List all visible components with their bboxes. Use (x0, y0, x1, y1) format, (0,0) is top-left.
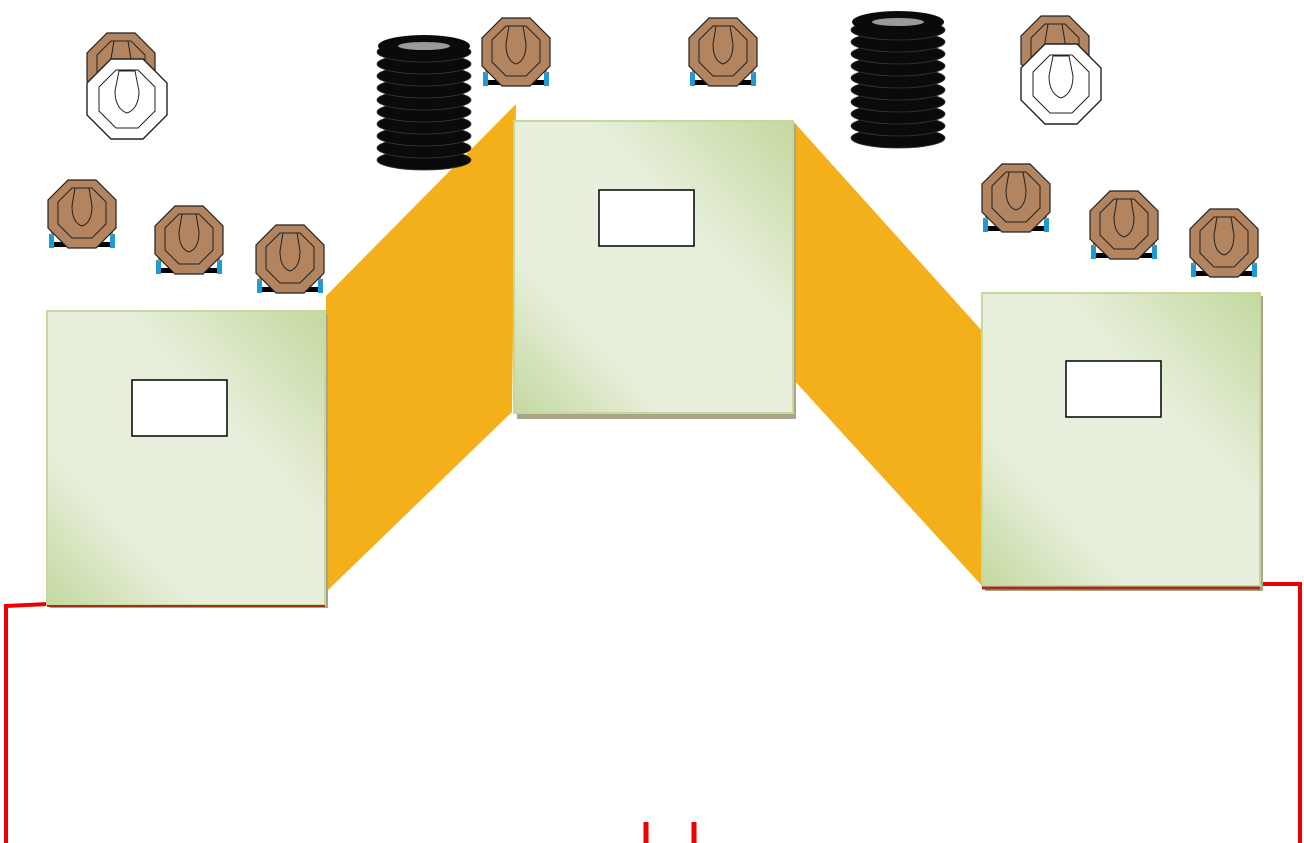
right-wall (792, 120, 984, 588)
fault-line-right (1260, 582, 1302, 843)
barricade-right (981, 292, 1263, 591)
left-wall (326, 104, 516, 592)
paper-target-6 (688, 17, 758, 87)
paper-target-10 (1189, 208, 1259, 278)
no-shoot-2 (1020, 43, 1102, 125)
barricade-left (46, 310, 328, 608)
fault-line (4, 602, 49, 843)
paper-target-3 (154, 205, 224, 275)
tire-stack-left (376, 35, 472, 171)
paper-target-9 (1089, 190, 1159, 260)
paper-target-5 (481, 17, 551, 87)
paper-target-4 (255, 224, 325, 294)
barricade-right-label-box (1065, 360, 1162, 418)
tire-stack-right (850, 11, 946, 149)
paper-target-8 (981, 163, 1051, 233)
barricade-center-label-box (598, 189, 695, 247)
no-shoot-1 (86, 58, 168, 140)
barricade-center (513, 120, 796, 419)
barricade-left-label-box (131, 379, 228, 437)
paper-target-2 (47, 179, 117, 249)
